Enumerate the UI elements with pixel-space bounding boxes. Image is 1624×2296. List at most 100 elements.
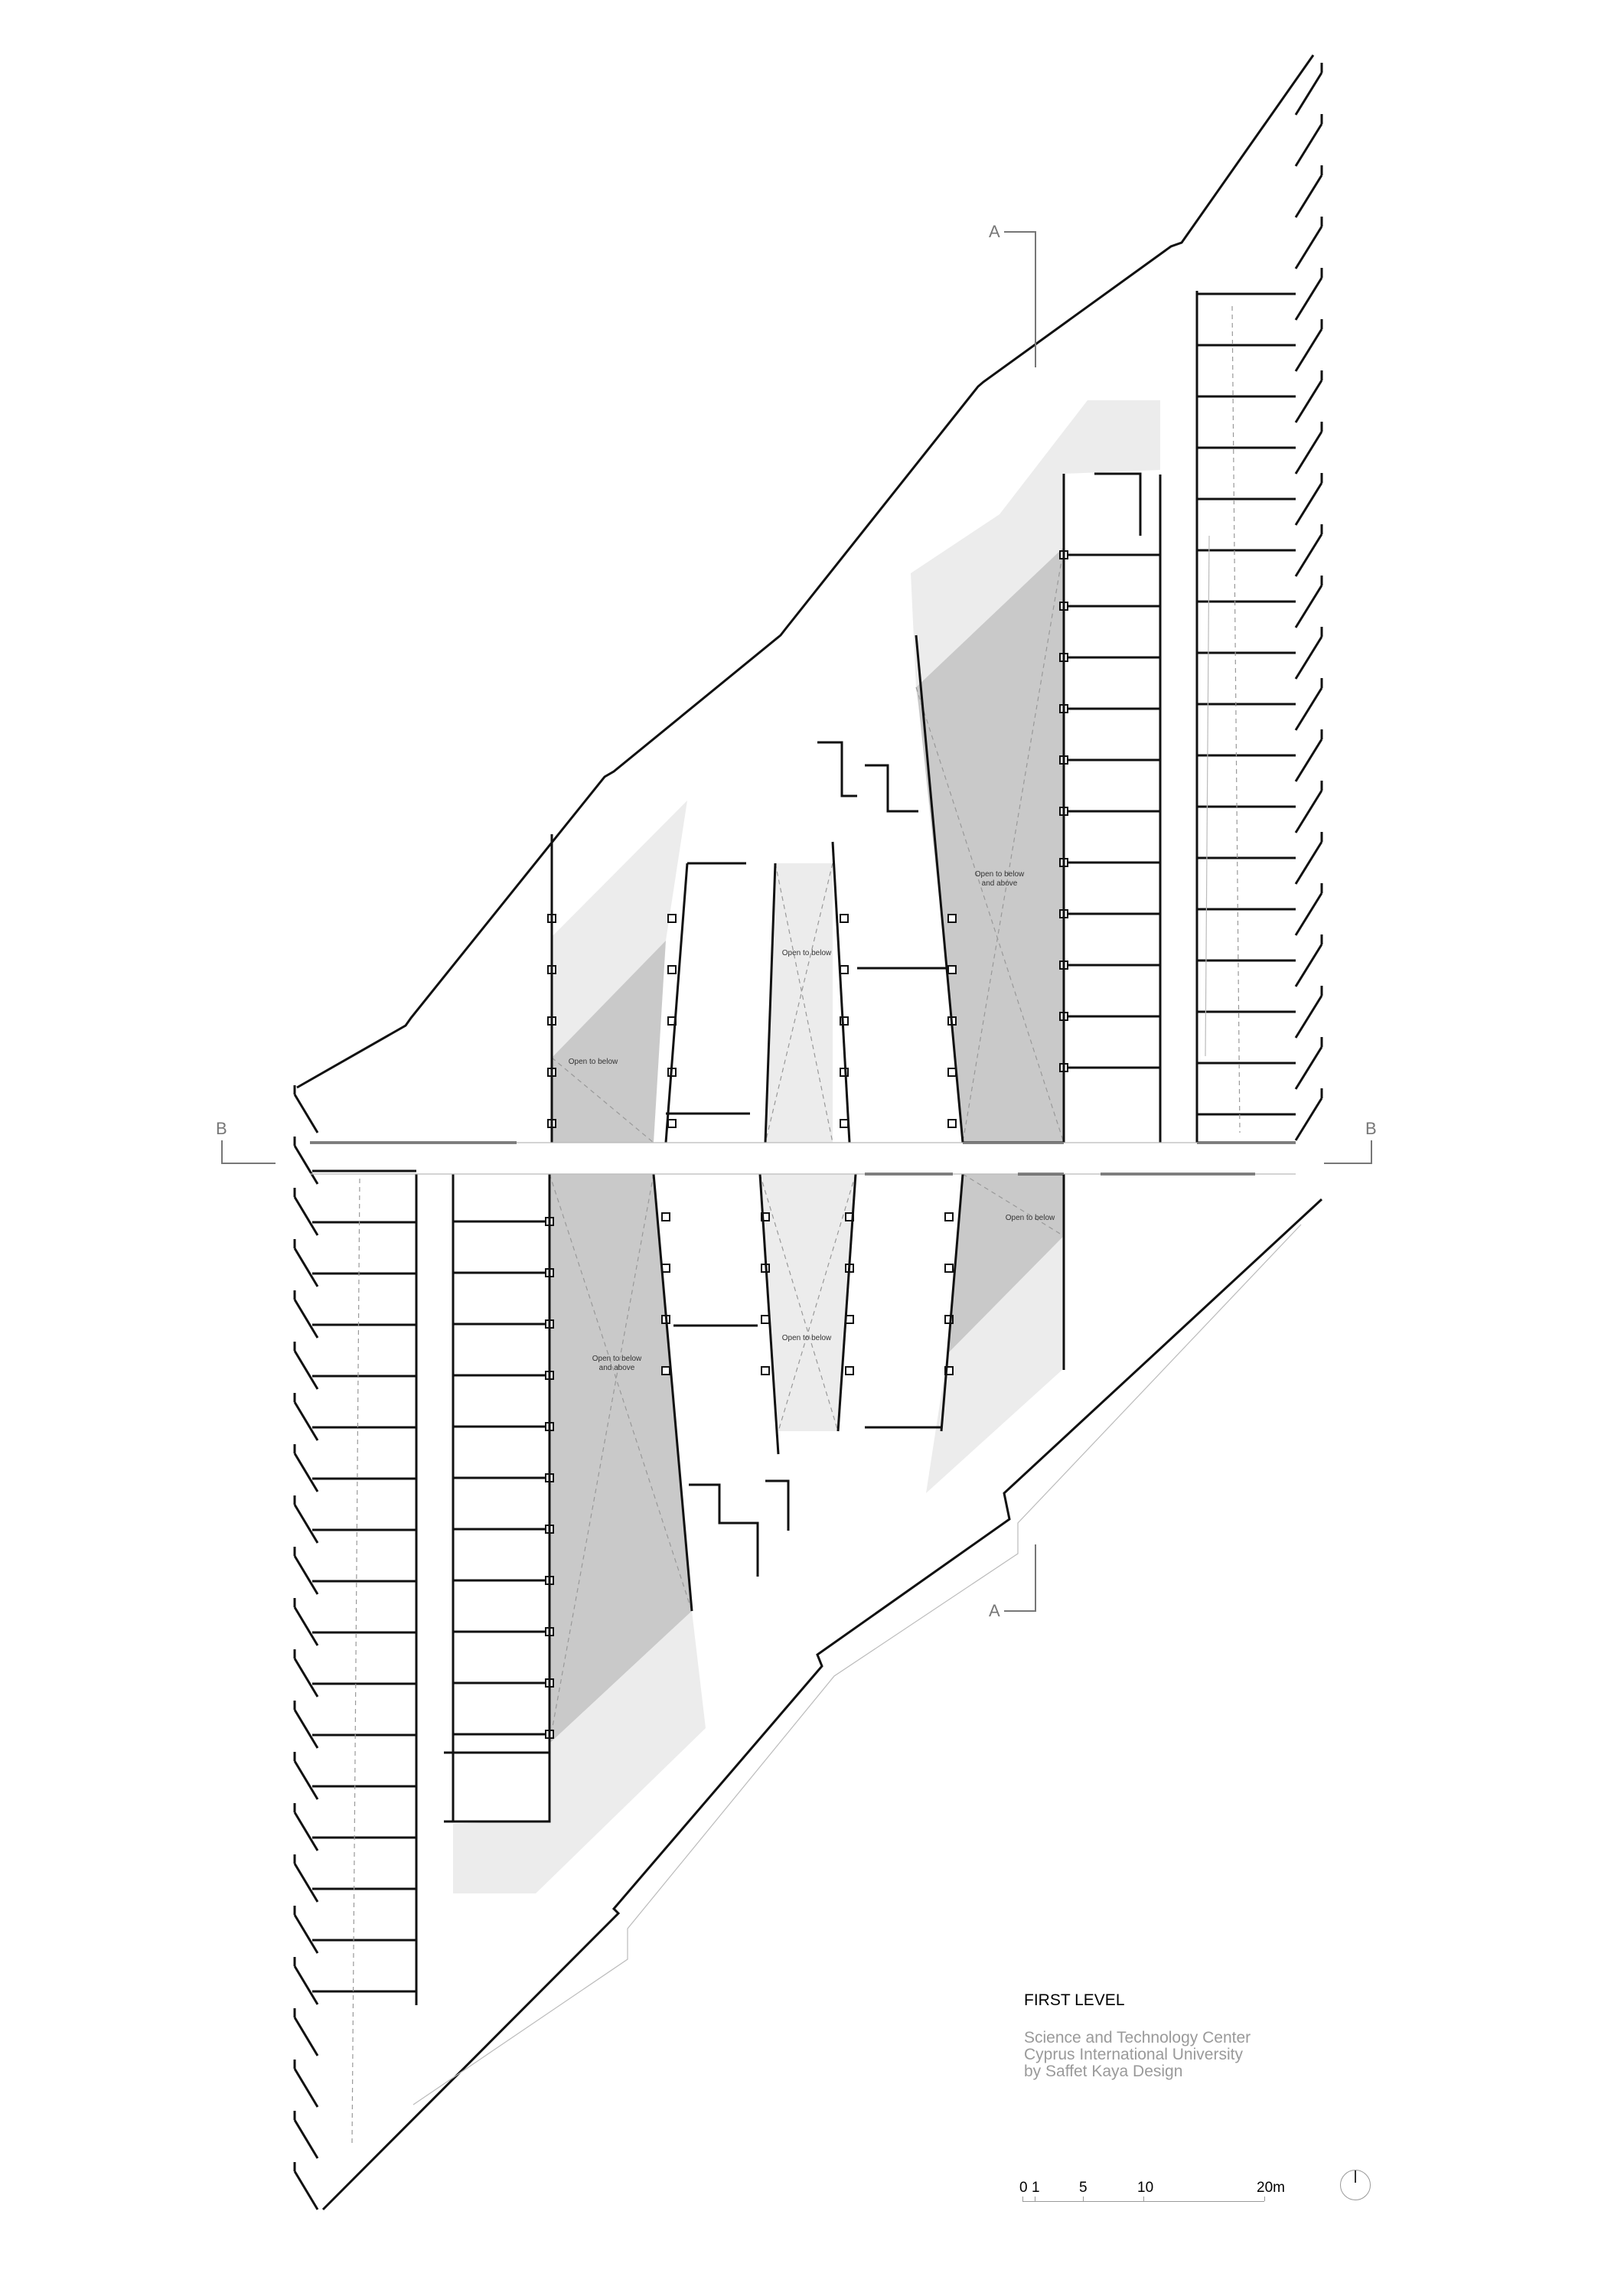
- column: [845, 1366, 854, 1375]
- facade-fin: [293, 1504, 319, 1544]
- column: [840, 914, 849, 923]
- facade-fin: [1294, 1097, 1323, 1141]
- sawtooth-facade-right: [1294, 63, 1323, 1141]
- facade-fin: [293, 2017, 319, 2056]
- facade-fin: [1294, 1046, 1323, 1090]
- terrace-edge: [413, 1224, 1302, 2105]
- facade-fin: [293, 1453, 319, 1492]
- column: [944, 1315, 954, 1324]
- column: [944, 1212, 954, 1221]
- facade-fin: [293, 1145, 319, 1185]
- void-areas: [453, 400, 1160, 1893]
- section-marker-b-right: B: [1324, 1119, 1377, 1164]
- facade-fin: [293, 1247, 319, 1287]
- facade-fin: [293, 2119, 319, 2159]
- void-label-lower-right: Open to below: [1006, 1214, 1055, 1222]
- north-arrow-icon: [1340, 2170, 1371, 2200]
- facade-fin: [1294, 72, 1323, 116]
- void-lower-middle: [760, 1174, 856, 1431]
- column: [667, 914, 677, 923]
- core-walls: [310, 291, 1296, 2005]
- facade-fin: [1294, 892, 1323, 936]
- void-diagonals: [549, 546, 1065, 1744]
- facade-fin: [293, 1760, 319, 1800]
- facade-fin: [293, 1094, 319, 1133]
- scale-tick: [1022, 2197, 1023, 2201]
- scale-tick: [1264, 2197, 1265, 2201]
- column: [661, 1366, 670, 1375]
- facade-fin: [293, 1350, 319, 1390]
- void-upper-right-dark: [916, 547, 1064, 1143]
- scale-label-1: 1: [1032, 2180, 1040, 2196]
- exterior-facade: [296, 54, 1323, 2211]
- column: [944, 1264, 954, 1273]
- facade-fin: [1294, 277, 1323, 321]
- column: [661, 1212, 670, 1221]
- section-marker-a-bottom: A: [989, 1544, 1036, 1620]
- scale-label-0: 0: [1019, 2180, 1028, 2196]
- facade-fin: [293, 2068, 319, 2108]
- facade-fin: [1294, 380, 1323, 423]
- level-title: FIRST LEVEL: [1024, 1991, 1125, 2009]
- facade-fin: [293, 2170, 319, 2210]
- column: [840, 1016, 849, 1026]
- column: [761, 1212, 770, 1221]
- column: [840, 1068, 849, 1077]
- scale-bar-line: [1022, 2201, 1264, 2202]
- column: [947, 1068, 957, 1077]
- scale-tick: [1143, 2197, 1144, 2201]
- column: [840, 965, 849, 974]
- south-east-facade: [321, 1198, 1323, 2211]
- facade-fin: [293, 1606, 319, 1646]
- scale-label-20: 20m: [1257, 2180, 1285, 2196]
- facade-fin: [1294, 995, 1323, 1039]
- scale-label-5: 5: [1079, 2180, 1088, 2196]
- void-label-upper-middle: Open to below: [782, 949, 832, 957]
- facade-fin: [1294, 482, 1323, 526]
- column: [947, 1119, 957, 1128]
- central-corridor: [310, 1142, 1296, 1175]
- void-lower-left-light: [453, 1611, 706, 1893]
- sawtooth-facade-left: [293, 1085, 319, 2210]
- facade-fin: [1294, 533, 1323, 577]
- scale-label-10: 10: [1137, 2180, 1154, 2196]
- svg-text:A: A: [989, 222, 1000, 241]
- void-lower-left-dark: [549, 1174, 692, 1743]
- facade-fin: [293, 1709, 319, 1749]
- column: [761, 1315, 770, 1324]
- facade-fin: [1294, 790, 1323, 833]
- facade-fin: [1294, 687, 1323, 731]
- void-label-upper-left: Open to below: [569, 1058, 618, 1066]
- facade-fin: [293, 1401, 319, 1441]
- svg-text:B: B: [1365, 1119, 1377, 1138]
- scale-bar: 0 1 5 10 20m: [1019, 2180, 1298, 2206]
- facade-fin: [1294, 585, 1323, 628]
- project-name: Science and Technology Center: [1024, 2029, 1251, 2047]
- facade-fin: [293, 1812, 319, 1851]
- column: [840, 1119, 849, 1128]
- north-west-facade: [296, 54, 1315, 1089]
- column: [947, 965, 957, 974]
- ceiling-line: [351, 1178, 360, 2144]
- void-label-lower-middle: Open to below: [782, 1334, 832, 1342]
- client-name: Cyprus International University: [1024, 2046, 1243, 2063]
- facade-fin: [293, 1914, 319, 1954]
- void-lower-right-light: [926, 1236, 1064, 1493]
- facade-fin: [293, 1555, 319, 1595]
- facade-fin: [1294, 328, 1323, 372]
- facade-fin: [1294, 636, 1323, 680]
- facade-fin: [1294, 174, 1323, 218]
- facade-fin: [293, 1658, 319, 1698]
- architect-name: by Saffet Kaya Design: [1024, 2063, 1183, 2080]
- facade-fin: [293, 1196, 319, 1236]
- section-marker-a-top: A: [989, 222, 1036, 367]
- void-lower-right-dark: [947, 1174, 1064, 1354]
- facade-fin: [1294, 739, 1323, 782]
- column: [761, 1366, 770, 1375]
- void-upper-right-light: [911, 400, 1160, 687]
- column: [944, 1366, 954, 1375]
- facade-fin: [1294, 226, 1323, 269]
